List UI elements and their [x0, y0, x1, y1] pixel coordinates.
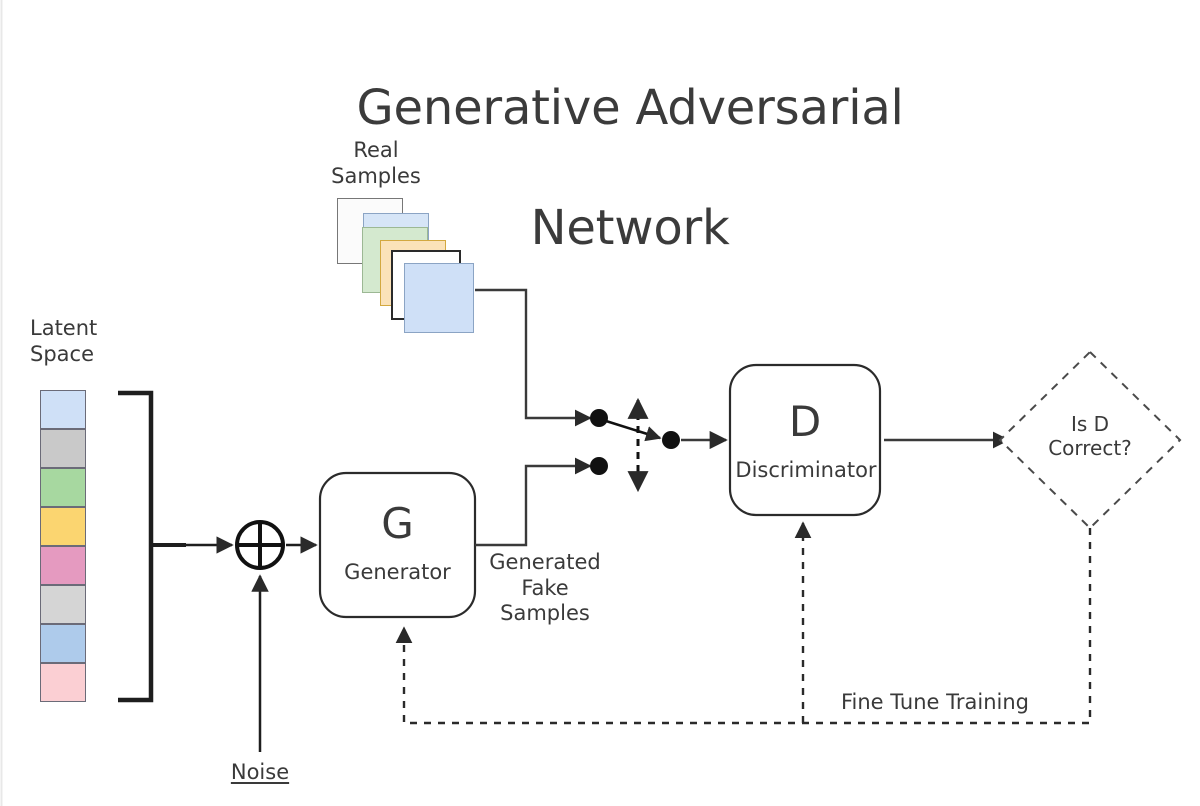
- edge-generator-to-junction: [475, 457, 592, 547]
- junction-dot-fake: [590, 457, 608, 475]
- discriminator-node: [728, 363, 882, 517]
- generator-letter: G: [381, 499, 414, 548]
- edge-feedback-to-generator: [395, 528, 1092, 725]
- latent-cell: [40, 546, 86, 585]
- page-title-line1: Generative Adversarial: [356, 80, 904, 136]
- sample-card: [404, 263, 474, 333]
- noise-label: Noise: [230, 760, 290, 784]
- generator-name: Generator: [344, 560, 451, 584]
- page-title: Generative Adversarial Network: [0, 18, 1200, 318]
- latent-cell: [40, 468, 86, 507]
- latent-cell: [40, 507, 86, 546]
- latent-cell: [40, 585, 86, 624]
- decision-diamond: [998, 350, 1182, 530]
- combine-operator-icon: [235, 520, 285, 570]
- fine-tune-training-label: Fine Tune Training: [840, 690, 1029, 714]
- page-title-line2: Network: [530, 200, 730, 256]
- latent-space-bracket: [118, 390, 186, 703]
- latent-cell: [40, 429, 86, 468]
- discriminator-letter: D: [788, 397, 822, 446]
- real-samples-label: Real Samples: [331, 138, 421, 188]
- latent-cell: [40, 663, 86, 702]
- generated-fake-samples-label: Generated Fake Samples: [489, 550, 601, 626]
- edge-real-dot-to-merge: [605, 419, 662, 442]
- discriminator-name: Discriminator: [735, 458, 877, 482]
- decision-label: Is D Correct?: [1048, 412, 1132, 461]
- latent-cell: [40, 390, 86, 429]
- latent-cell: [40, 624, 86, 663]
- junction-dot-merge: [662, 431, 680, 449]
- latent-space-label: Latent Space: [30, 316, 98, 366]
- junction-dot-real: [590, 409, 608, 427]
- edge-real-samples-to-junction: [475, 288, 592, 427]
